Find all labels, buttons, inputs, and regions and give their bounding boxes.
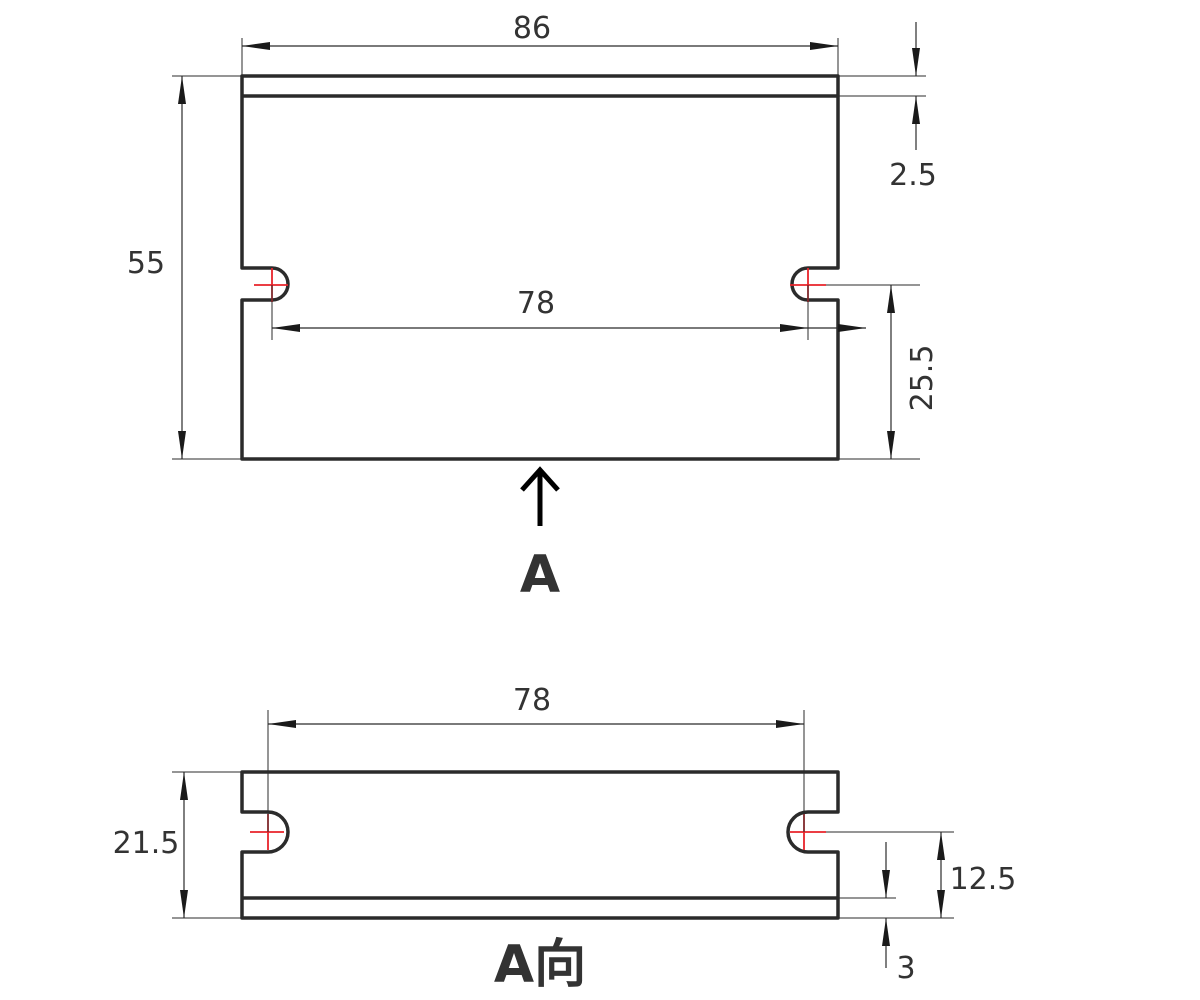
side-view-left-slot-center [250,814,284,850]
side-height-dim-label: 21.5 [113,826,180,861]
view-marker-label: A [520,545,560,605]
top-height-dimension: 55 [127,75,242,460]
top-view: 86 55 2.5 78 2 [127,11,940,605]
side-base-dim-label: 3 [896,951,915,986]
side-slot-height-dimension: 12.5 [826,831,1017,919]
top-slot-spacing-dimension: 78 [271,285,866,340]
top-ledge-dim-label: 2.5 [889,158,937,193]
side-view: 78 21.5 12.5 3 A向 [113,683,1017,995]
view-direction-arrow [520,466,560,526]
top-width-dim-label: 86 [513,11,551,46]
side-slot-spacing-dim-label: 78 [513,683,551,718]
side-slot-spacing-dimension: 78 [267,683,805,832]
side-view-label: A向 [494,935,586,995]
top-view-outline [240,74,840,461]
top-height-dim-label: 55 [127,246,165,281]
side-view-right-slot-center [790,814,826,850]
side-view-outline [240,770,840,920]
top-width-dimension: 86 [241,11,839,76]
top-slot-spacing-dim-label: 78 [517,286,555,321]
top-slot-height-dimension: 25.5 [826,284,940,460]
top-slot-height-dim-label: 25.5 [905,345,940,412]
side-base-dimension: 3 [838,842,916,986]
side-height-dimension: 21.5 [113,771,242,919]
top-ledge-dimension: 2.5 [838,22,937,193]
side-slot-height-dim-label: 12.5 [950,862,1017,897]
